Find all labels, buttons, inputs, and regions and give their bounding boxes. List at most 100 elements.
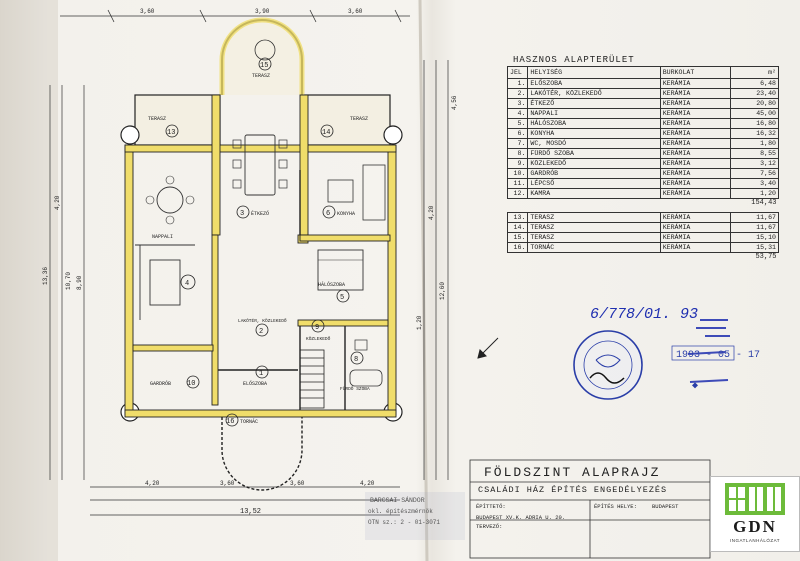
cell-room: LAKÓTÉR, KÖZLEKEDŐ xyxy=(527,88,661,99)
cell-room: FÜRDŐ SZOBA xyxy=(527,148,661,159)
drawing-subtitle: CSALÁDI HÁZ ÉPÍTÉS ENGEDÉLYEZÉS xyxy=(478,485,668,495)
cell-area: 20,80 xyxy=(729,98,780,109)
cell-area: 1,80 xyxy=(729,138,780,149)
cell-material: KERÁMIA xyxy=(659,98,731,109)
bathtub xyxy=(349,369,383,387)
logo-text: GDN xyxy=(733,517,777,536)
room-4-no: 4 xyxy=(185,280,189,288)
cell-area: 3,40 xyxy=(729,178,780,189)
cell-no: 10. xyxy=(506,168,529,179)
cell-room: ÉTKEZŐ xyxy=(527,98,661,109)
room-2-name: LAKÓTÉR, KÖZLEKEDŐ xyxy=(238,317,287,324)
sink xyxy=(354,339,368,351)
drawing-title: FÖLDSZINT ALAPRAJZ xyxy=(484,465,661,480)
cell-no: 8. xyxy=(506,148,529,159)
cell-material: KERÁMIA xyxy=(659,212,731,223)
room-1-name: ELŐSZOBA xyxy=(243,380,267,387)
cell-no: 9. xyxy=(506,158,529,169)
terrace-table xyxy=(254,39,276,61)
cell-material: KERÁMIA xyxy=(659,148,731,159)
area-table-title: HASZNOS ALAPTERÜLET xyxy=(513,55,635,65)
north-arrow-icon xyxy=(477,337,499,359)
logo-house-icon xyxy=(725,483,785,515)
cell-area: 6,48 xyxy=(729,78,780,89)
room-15-no: 15 xyxy=(260,62,268,70)
cell-no: 14. xyxy=(506,222,529,233)
room-3-name: ÉTKEZŐ xyxy=(251,210,269,217)
cell-area: 15,31 xyxy=(729,242,780,253)
cell-no: 2. xyxy=(506,88,529,99)
cell-room: KONYHA xyxy=(527,128,661,139)
place-value: BUDAPEST xyxy=(652,503,679,510)
stairs xyxy=(299,349,325,409)
round-table xyxy=(156,186,184,214)
room-16-no: 16 xyxy=(226,418,234,426)
room-9-no: 9 xyxy=(315,324,319,332)
dim-top-2: 3,90 xyxy=(255,8,270,15)
logo-subtext: INGATLANHÁLÓZAT xyxy=(729,538,781,543)
cell-room: GARDRÓB xyxy=(527,168,661,179)
cell-area: 23,40 xyxy=(729,88,780,99)
subtotal-2: 53,75 xyxy=(755,253,777,261)
dim-left-2: 4,20 xyxy=(54,195,61,210)
cell-no: 11. xyxy=(506,178,529,189)
cell-no: 4. xyxy=(506,108,529,119)
cell-no: 12. xyxy=(506,188,529,199)
room-8-name: FÜRDŐ SZOBA xyxy=(340,385,370,392)
gdn-logo: GDN INGATLANHÁLÓZAT xyxy=(710,476,800,552)
room-15-name: TERASZ xyxy=(252,73,270,79)
col-header-room: HELYISÉG xyxy=(527,66,661,79)
designer-reg: OTN sz.: 2 - 01-3071 xyxy=(368,519,440,526)
cell-room: KÖZLEKEDŐ xyxy=(527,158,661,169)
room-6-no: 6 xyxy=(326,210,330,218)
room-10-name: GARDRÓB xyxy=(150,380,171,387)
dining-table xyxy=(244,134,276,196)
subtotal-row: 154,43 xyxy=(508,199,779,209)
cell-room: TERASZ xyxy=(527,212,661,223)
room-1-no: 1 xyxy=(259,370,263,378)
kitchen-counter xyxy=(362,164,386,221)
title-block: FÖLDSZINT ALAPRAJZ CSALÁDI HÁZ ÉPÍTÉS EN… xyxy=(466,457,716,561)
room-8-no: 8 xyxy=(354,356,358,364)
cell-room: NAPPALI xyxy=(527,108,661,119)
dim-right-1: 12,60 xyxy=(439,282,446,300)
room-5-name: HÁLÓSZOBA xyxy=(318,281,345,288)
cell-no: 16. xyxy=(506,242,529,253)
sofa xyxy=(135,244,195,320)
cell-area: 8,55 xyxy=(729,148,780,159)
room-14-no: 14 xyxy=(322,129,330,137)
label-place: ÉPÍTÉS HELYE: xyxy=(594,503,637,510)
cell-no: 15. xyxy=(506,232,529,243)
label-designer: TERVEZŐ: xyxy=(476,523,503,530)
room-4-name: NAPPALI xyxy=(152,234,173,240)
cell-room: TERASZ xyxy=(527,232,661,243)
cell-no: 13. xyxy=(506,212,529,223)
dim-bottom-4: 4,20 xyxy=(360,480,375,487)
col-header-material: BURKOLAT xyxy=(659,66,731,79)
cell-area: 3,12 xyxy=(729,158,780,169)
cell-material: KERÁMIA xyxy=(659,78,731,89)
dim-right-3: 1,20 xyxy=(416,315,423,330)
cell-material: KERÁMIA xyxy=(659,88,731,99)
cell-area: 16,32 xyxy=(729,128,780,139)
dim-left-3: 10,70 xyxy=(65,272,72,290)
room-9-name: KÖZLEKEDŐ xyxy=(306,335,331,342)
coffee-table xyxy=(149,259,181,306)
cell-area: 7,56 xyxy=(729,168,780,179)
label-builder: ÉPÍTTETŐ: xyxy=(476,503,506,510)
